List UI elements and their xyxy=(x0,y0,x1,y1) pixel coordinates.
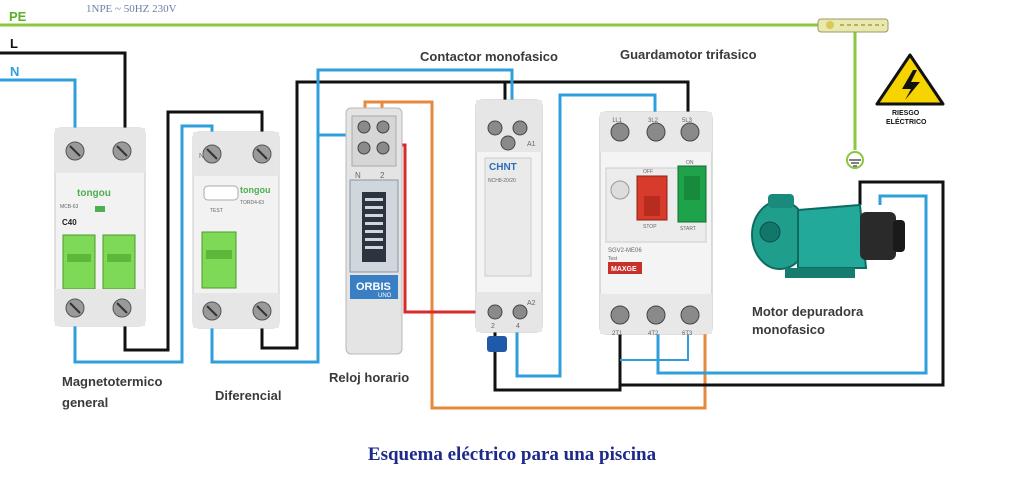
mp-terminal-3l2: 3L2 xyxy=(648,118,659,124)
mp-brand: MAXGE xyxy=(611,266,637,273)
wire-ct-out-blue xyxy=(515,93,657,378)
motor-label-line2: monofasico xyxy=(752,322,825,337)
wire-ct-out-black xyxy=(493,330,622,392)
circuit-breaker-device xyxy=(54,127,146,327)
wire-timer-orange xyxy=(380,100,707,410)
motor-protector-label: Guardamotor trifasico xyxy=(620,47,757,62)
timer-terminal-2: 2 xyxy=(380,171,385,180)
contactor-a2-label: A2 xyxy=(527,300,536,307)
ground-symbol-icon xyxy=(846,151,864,169)
wire-mp-to-motor-black xyxy=(618,180,945,387)
contactor-brand: CHNT xyxy=(489,162,517,173)
wire-l-to-mp xyxy=(505,80,690,118)
mp-off-label: OFF xyxy=(643,169,653,175)
l-bus-wire xyxy=(0,51,127,130)
breaker-model: MCB-63 xyxy=(60,204,79,210)
n-bus-label: N xyxy=(10,64,20,79)
contactor-a1-label: A1 xyxy=(527,141,536,148)
contactor-out-2-label: 2 xyxy=(491,323,495,330)
breaker-label-line2: general xyxy=(62,395,109,410)
timer-brand: ORBIS xyxy=(356,281,391,293)
mp-stop-label: STOP xyxy=(643,224,657,230)
wire-mp-to-motor-blue xyxy=(656,194,928,375)
mp-terminal-1l1: 1L1 xyxy=(612,118,623,124)
pool-pump-motor xyxy=(751,194,905,278)
wire-breaker-l-out xyxy=(123,110,264,352)
rcd-device xyxy=(192,131,280,329)
l-bus-label: L xyxy=(10,36,18,51)
mp-start-label: START xyxy=(680,226,696,232)
mp-terminal-2t1: 2T1 xyxy=(612,331,623,337)
contactor-out-4-label: 4 xyxy=(516,323,520,330)
warning-label-line1: RIESGO xyxy=(892,110,920,117)
timer-device xyxy=(345,107,403,355)
wire-rcd-n-out xyxy=(210,68,514,364)
mp-test-label: Test xyxy=(608,256,618,262)
contactor-label: Contactor monofasico xyxy=(420,49,558,64)
motor-label-line1: Motor depuradora xyxy=(752,304,864,319)
motor-protector-device xyxy=(599,111,713,335)
mp-model: SGV2-ME06 xyxy=(608,248,642,254)
rcd-model: TORD4-63 xyxy=(240,200,264,206)
mp-terminal-4t2: 4T2 xyxy=(648,331,659,337)
breaker-label-line1: Magnetotermico xyxy=(62,374,163,389)
wire-breaker-n-out xyxy=(73,124,214,364)
ground-terminal-block xyxy=(817,18,889,33)
rcd-label: Diferencial xyxy=(215,388,282,403)
rcd-n-terminal-label: N xyxy=(199,153,204,160)
contactor-model: NCH8-20/20 xyxy=(488,178,516,184)
diagram-title: Esquema eléctrico para una piscina xyxy=(367,444,657,465)
rcd-brand: tongou xyxy=(240,185,271,195)
contactor-device xyxy=(475,99,543,352)
warning-label-line2: ELÉCTRICO xyxy=(886,119,927,126)
breaker-rating: C40 xyxy=(62,218,77,227)
rcd-test-label: TEST xyxy=(210,208,223,214)
mp-on-label: ON xyxy=(686,160,694,166)
wire-mp-jumper xyxy=(620,333,689,361)
timer-terminal-n: N xyxy=(355,171,361,180)
timer-sub: UNO xyxy=(378,293,392,299)
mp-terminal-6t3: 6T3 xyxy=(682,331,693,337)
n-bus-wire xyxy=(0,78,77,130)
pe-bus-label: PE xyxy=(9,9,27,24)
wire-rcd-l-out xyxy=(260,80,507,350)
breaker-brand: tongou xyxy=(77,188,111,199)
supply-spec: 1NPE ~ 50HZ 230V xyxy=(86,3,177,15)
mp-terminal-5l3: 5L3 xyxy=(682,118,693,124)
high-voltage-warning-icon xyxy=(875,53,945,106)
timer-label: Reloj horario xyxy=(329,370,410,385)
